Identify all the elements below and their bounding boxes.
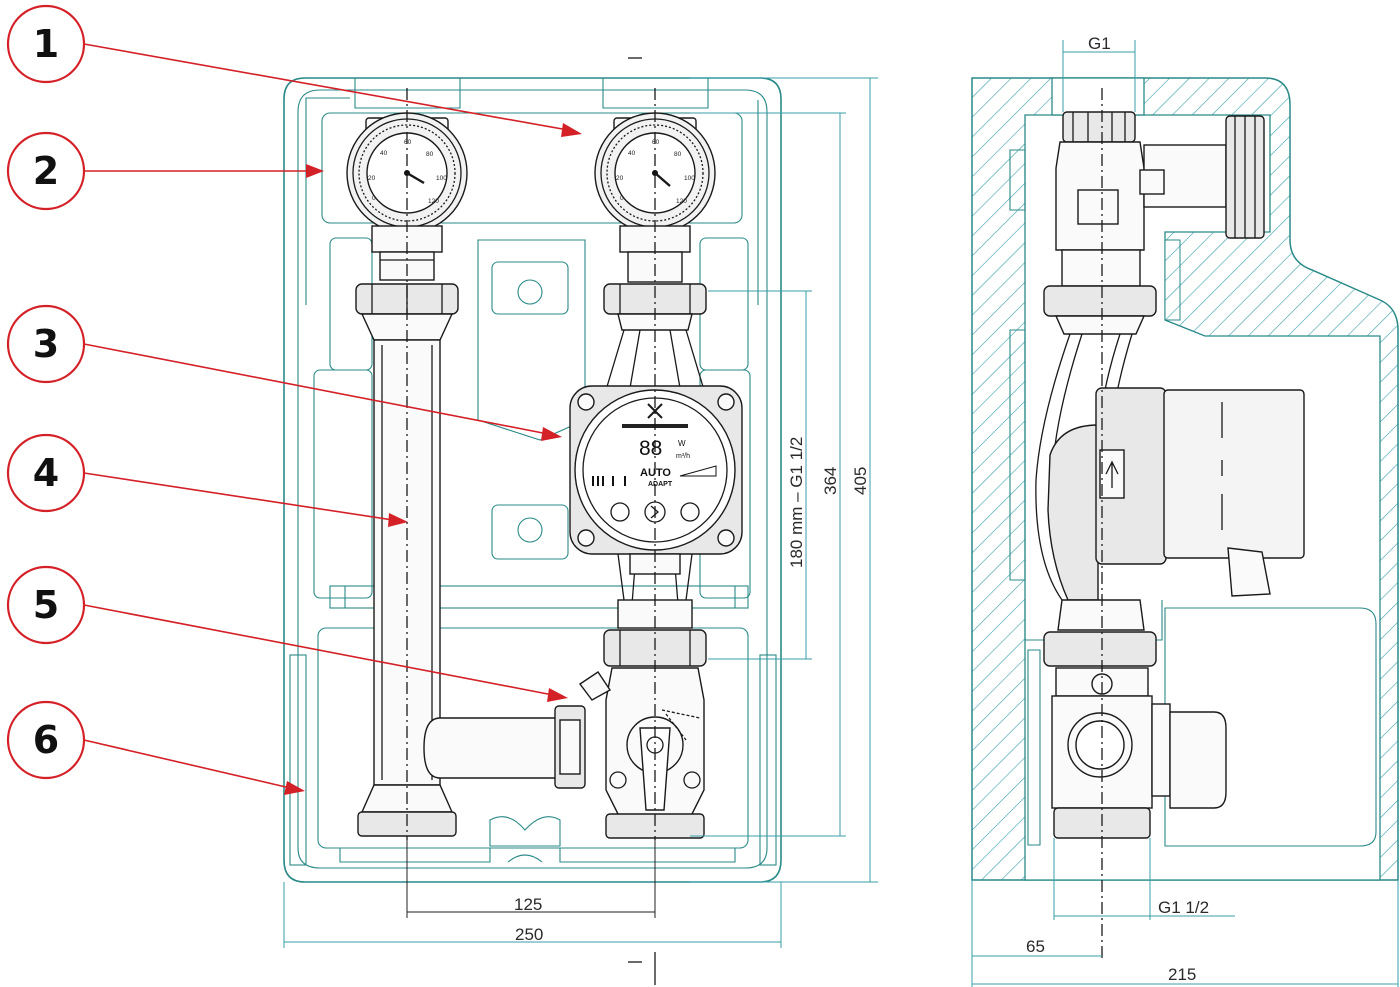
circulation-pump: 88 W m³/h AUTO ADAPT	[569, 385, 743, 555]
right-thermometer: 0 20 40 60 80 100 120	[594, 112, 716, 234]
svg-text:20: 20	[368, 175, 376, 182]
mixing-valve	[554, 667, 705, 819]
callout-number: 4	[33, 451, 59, 495]
callout-3: 3	[6, 304, 86, 384]
supply-line: 0 20 40 60 80 100 120 88 W m³/h	[554, 112, 743, 839]
callout-circle	[6, 131, 86, 211]
callout-number: 2	[33, 149, 59, 193]
svg-text:ADAPT: ADAPT	[648, 481, 673, 488]
front-insulation-casing	[283, 77, 782, 883]
svg-text:40: 40	[628, 150, 636, 157]
svg-text:60: 60	[404, 139, 412, 146]
callout-circle	[6, 4, 86, 84]
callout-number: 6	[33, 718, 59, 762]
svg-text:100: 100	[436, 175, 447, 182]
svg-text:0: 0	[372, 195, 376, 202]
dim-pump-label: 180 mm – G1 1/2	[787, 437, 806, 568]
dim-215-label: 215	[1168, 965, 1196, 984]
svg-text:m³/h: m³/h	[676, 453, 690, 460]
dim-65-label: 65	[1026, 937, 1045, 956]
svg-text:AUTO: AUTO	[640, 467, 671, 479]
svg-text:120: 120	[676, 198, 687, 205]
callout-number: 5	[33, 583, 59, 627]
svg-text:60: 60	[652, 139, 660, 146]
svg-text:120: 120	[428, 198, 439, 205]
svg-text:88: 88	[639, 437, 662, 460]
svg-text:80: 80	[674, 151, 682, 158]
svg-text:0: 0	[620, 195, 624, 202]
callout-circle	[6, 565, 86, 645]
dim-g1-label: G1	[1088, 34, 1111, 53]
callout-circle	[6, 700, 86, 780]
return-line: 0 20 40 60 80 100 120	[346, 112, 573, 837]
front-centerlines	[406, 57, 656, 985]
callout-number: 1	[33, 22, 59, 66]
svg-text:100: 100	[684, 175, 695, 182]
front-dimensions: 125 250 405 364 180 mm – G1 1/2	[283, 77, 878, 948]
dim-125-label: 125	[514, 895, 542, 914]
callout-2: 2	[6, 131, 86, 211]
callout-number: 3	[33, 322, 59, 366]
svg-text:40: 40	[380, 150, 388, 157]
callout-1: 1	[6, 4, 86, 84]
dim-405-label: 405	[851, 467, 870, 495]
callout-4: 4	[6, 433, 86, 513]
svg-text:W: W	[678, 439, 686, 448]
dim-364-label: 364	[821, 467, 840, 495]
dim-250-label: 250	[515, 925, 543, 944]
callout-circle	[6, 433, 86, 513]
side-pipework	[1035, 111, 1305, 839]
svg-text:80: 80	[426, 151, 434, 158]
side-pump-motor	[1095, 387, 1305, 597]
callout-6: 6	[6, 700, 86, 780]
callout-leaders	[83, 43, 582, 795]
svg-text:20: 20	[616, 175, 624, 182]
callout-5: 5	[6, 565, 86, 645]
side-dimensions: G1 G1 1/2 65 215	[971, 34, 1399, 987]
dim-g1-half-label: G1 1/2	[1158, 898, 1209, 917]
callout-circle	[6, 304, 86, 384]
